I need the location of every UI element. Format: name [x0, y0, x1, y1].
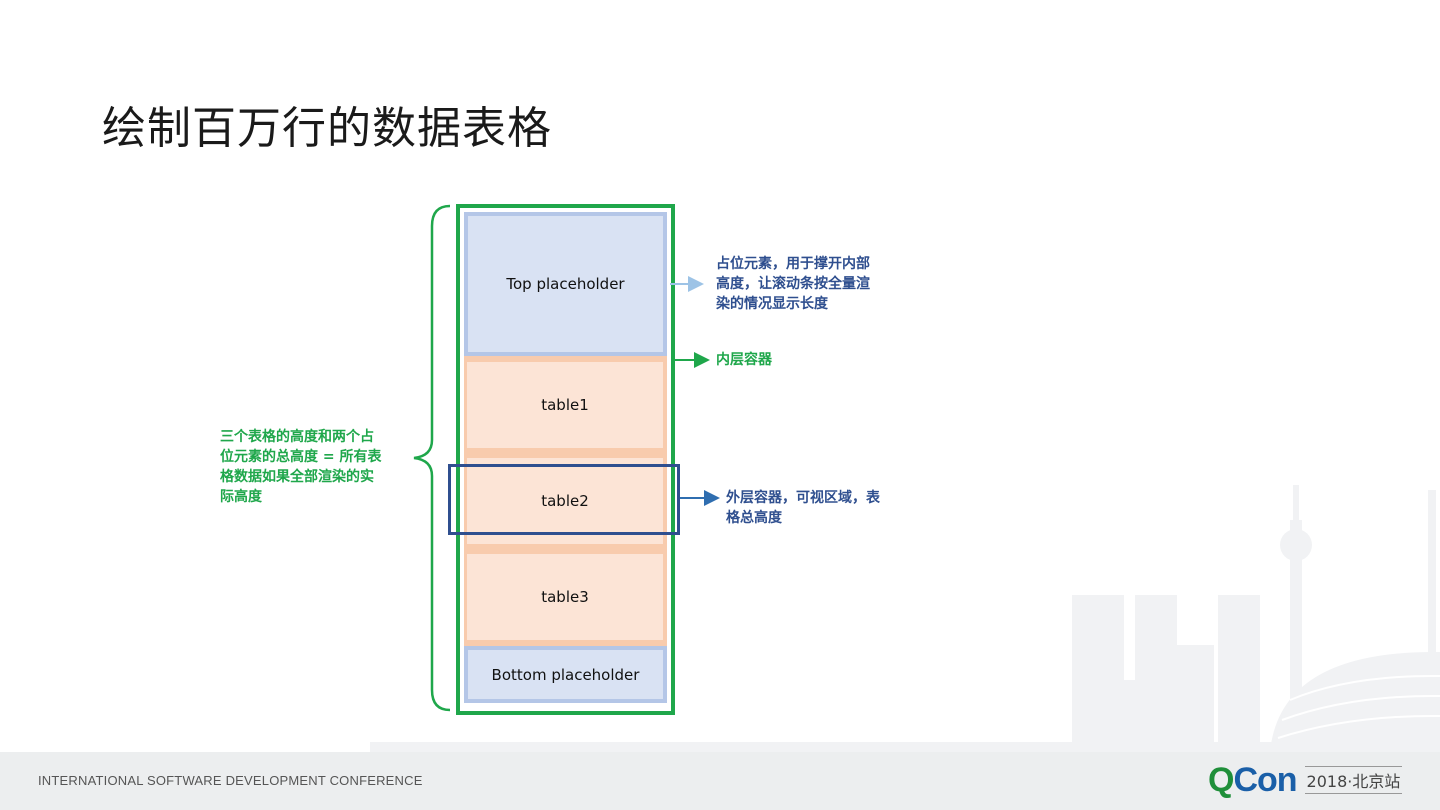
bottom-placeholder-label: Bottom placeholder [491, 665, 640, 684]
top-placeholder-label: Top placeholder [506, 275, 625, 293]
total-note-line: 三个表格的高度和两个占 [220, 429, 374, 445]
total-note-line: 际高度 [220, 489, 262, 505]
total-height-note: 三个表格的高度和两个占 位元素的总高度 = 所有表 格数据如果全部渲染的实 际高… [220, 427, 381, 507]
slide-title: 绘制百万行的数据表格 [102, 103, 552, 154]
total-note-line: 格数据如果全部渲染的实 [220, 469, 374, 485]
placeholder-note: 占位元素，用于撑开内部 高度，让滚动条按全量渲 染的情况显示长度 [716, 254, 870, 314]
qcon-logo: Q Con 2018·北京站 [1208, 760, 1403, 800]
conference-name: INTERNATIONAL SOFTWARE DEVELOPMENT CONFE… [38, 773, 423, 788]
outer-note-line: 格总高度 [726, 510, 782, 526]
table1-label: table1 [541, 396, 589, 414]
table2-block: table2 [467, 458, 663, 544]
inner-container-note: 内层容器 [716, 352, 772, 368]
table3-block: table3 [467, 554, 663, 640]
logo-con: Con [1233, 760, 1297, 799]
logo-event: 2018·北京站 [1304, 766, 1403, 794]
placeholder-note-line: 高度，让滚动条按全量渲 [716, 276, 870, 292]
placeholder-note-line: 染的情况显示长度 [716, 296, 828, 312]
table1-block: table1 [467, 362, 663, 448]
outer-container-note: 外层容器，可视区域，表 格总高度 [726, 488, 880, 528]
top-placeholder-block: Top placeholder [464, 212, 667, 356]
logo-q: Q [1208, 760, 1234, 799]
total-note-line: 位元素的总高度 = 所有表 [220, 449, 382, 465]
table3-label: table3 [541, 588, 589, 606]
bottom-placeholder-block: Bottom placeholder [464, 646, 667, 703]
placeholder-note-line: 占位元素，用于撑开内部 [716, 256, 870, 272]
footer-bar [0, 752, 1440, 810]
total-height-brace [413, 204, 451, 712]
outer-viewport-box [448, 464, 680, 535]
outer-note-line: 外层容器，可视区域，表 [726, 490, 880, 506]
table2-label: table2 [541, 492, 589, 510]
inner-container-box [456, 204, 675, 715]
